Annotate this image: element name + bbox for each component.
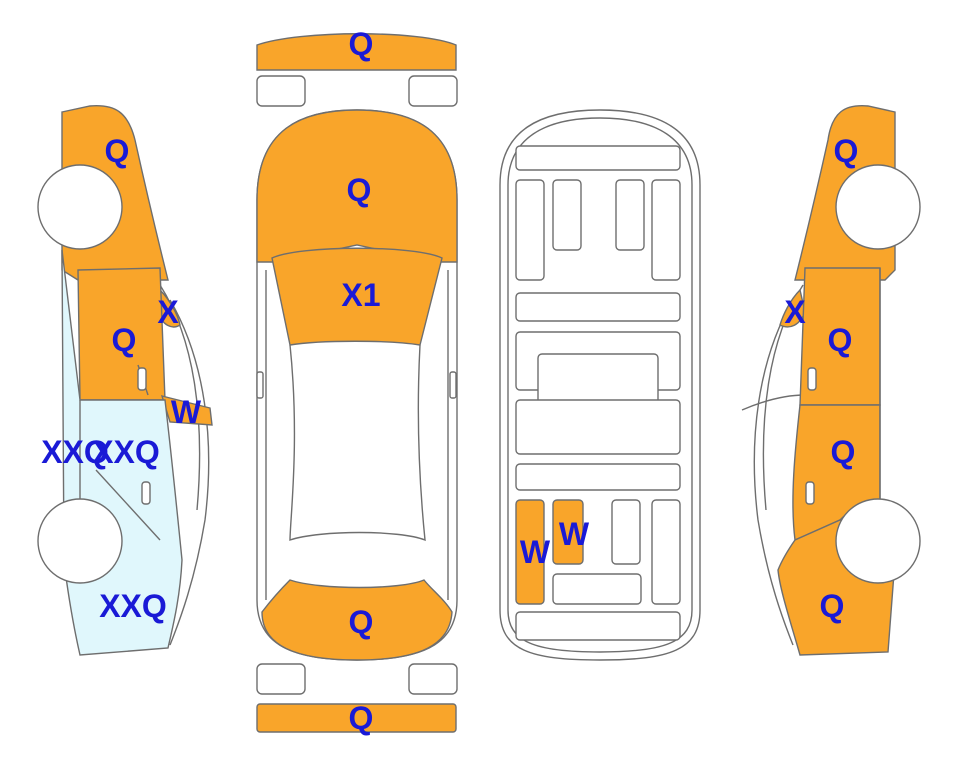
right-front-door-handle [807,367,817,391]
label-right-front-window: X [784,294,806,330]
left-mirror[interactable] [160,395,213,426]
label-right-rear-door: Q [831,434,856,470]
right-side-view [741,105,921,656]
label-left-front-fender: Q [105,133,130,169]
label-rear-bumper: Q [349,700,374,736]
underbody-panel [615,179,645,251]
underbody-panel [515,611,681,641]
damage-labels: Q Q X1 Q Q Q Q X W XXQ XXQ XXQ Q X Q Q Q… [41,26,858,736]
trunk[interactable] [261,579,453,661]
windshield[interactable] [271,247,443,346]
underbody-panel [651,499,681,605]
underbody-view [499,109,701,661]
label-trunk: Q [349,604,374,640]
left-front-door-handle [137,367,147,391]
left-headlight [256,75,306,107]
label-floor-right: W [559,516,590,552]
label-right-rear-quarter: Q [820,588,845,624]
label-left-rear-door-b: XXQ [92,434,160,470]
right-headlight [408,75,458,107]
right-rear-wheel [835,498,921,584]
underbody-panel [515,399,681,455]
underbody-panel [611,499,641,565]
underbody-panel [515,292,681,322]
underbody-panel [552,179,582,251]
label-right-front-fender: Q [834,133,859,169]
right-taillight [408,663,458,695]
left-side-view [37,105,213,656]
label-left-front-window: X [157,294,179,330]
front-bumper[interactable] [256,33,457,71]
label-left-front-door: Q [112,322,137,358]
underbody-panel [515,463,681,491]
top-view [256,33,458,733]
label-floor-left: W [520,534,551,570]
left-taillight [256,663,306,695]
top-left-mirror [256,371,264,399]
label-right-front-door: Q [828,322,853,358]
right-front-window[interactable] [779,288,806,328]
underbody-floor-right[interactable] [552,499,584,565]
underbody-panel [552,573,642,605]
label-left-rear-quarter: XXQ [99,588,167,624]
label-hood: Q [347,172,372,208]
label-front-bumper: Q [349,26,374,62]
left-rear-wheel [37,498,123,584]
right-rear-door-handle [805,481,815,505]
hood[interactable] [256,109,458,263]
rear-bumper[interactable] [256,703,457,733]
label-windshield: X1 [341,277,380,313]
underbody-panel [651,179,681,281]
underbody-panel [515,145,681,171]
left-rear-door-handle [141,481,151,505]
underbody-panel [515,179,545,281]
right-front-wheel [835,164,921,250]
label-left-rear-door-a: XXQ [41,434,109,470]
left-front-wheel [37,164,123,250]
label-left-mirror: W [171,394,202,430]
underbody-floor-left[interactable] [515,499,545,605]
top-right-mirror [449,371,457,399]
